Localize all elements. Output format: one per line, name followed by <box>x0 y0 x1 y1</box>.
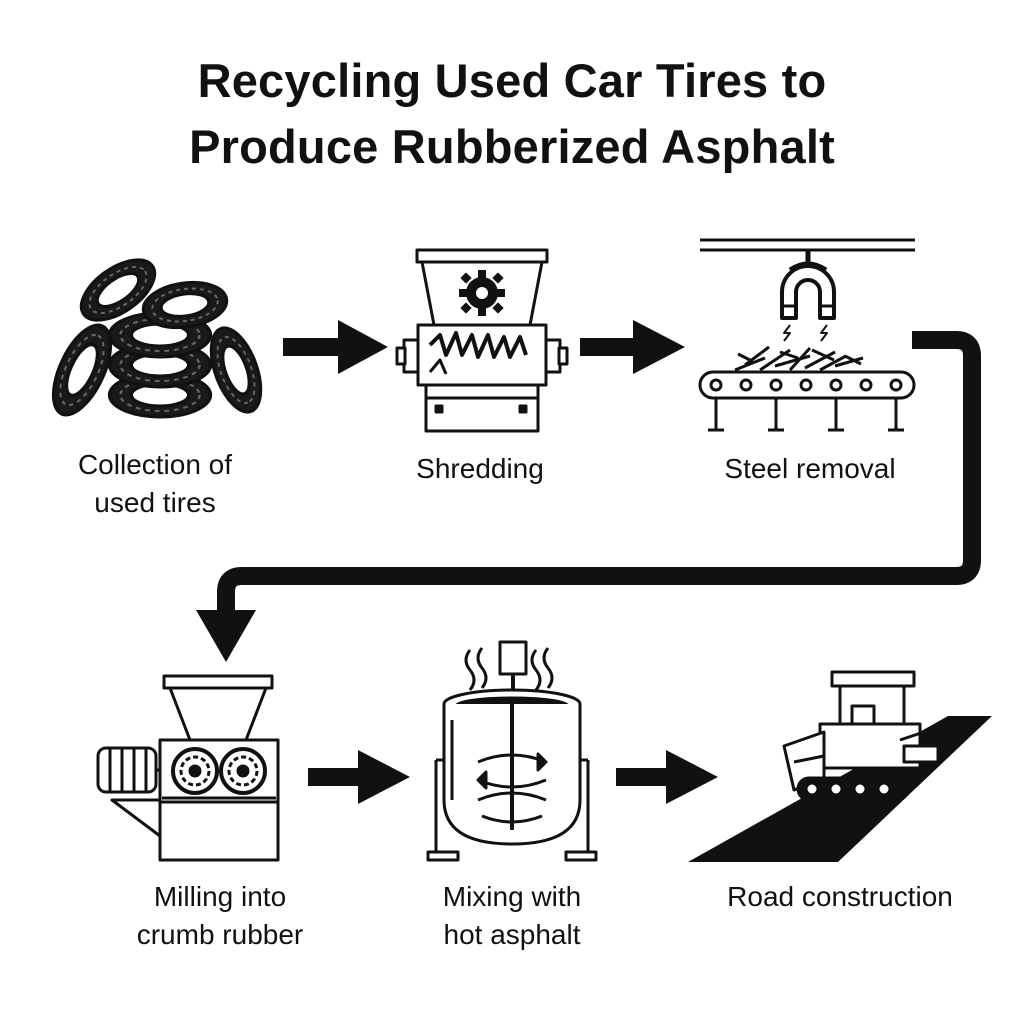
step-label-collection: Collection of used tires <box>40 446 270 522</box>
mill-icon <box>96 674 280 862</box>
gear-icon <box>459 270 505 316</box>
diagram-title: Recycling Used Car Tires to Produce Rubb… <box>0 48 1024 180</box>
step-5-line-1: Mixing with <box>442 881 582 912</box>
shredder-icon <box>395 248 569 433</box>
tire-pile-icon <box>39 246 273 425</box>
step-4-line-2: crumb rubber <box>136 919 304 950</box>
mixing-tank-icon <box>426 640 598 862</box>
step-1-line-2: used tires <box>94 487 216 518</box>
arrow-1 <box>283 320 388 374</box>
arrow-4 <box>616 750 718 804</box>
step-label-steel-removal: Steel removal <box>690 450 930 488</box>
paver-road-icon <box>688 670 992 862</box>
connector-arrow <box>196 331 981 662</box>
step-5-line-2: hot asphalt <box>443 919 581 950</box>
step-label-milling: Milling into crumb rubber <box>100 878 340 954</box>
step-label-shredding: Shredding <box>380 450 580 488</box>
arrow-3 <box>308 750 410 804</box>
step-1-line-1: Collection of <box>77 449 233 480</box>
step-6-line-1: Road construction <box>727 881 953 912</box>
step-3-line-1: Steel removal <box>724 453 896 484</box>
magnet-conveyor-icon <box>698 238 916 432</box>
title-line-2: Produce Rubberized Asphalt <box>189 120 835 173</box>
step-2-line-1: Shredding <box>416 453 544 484</box>
arrow-2 <box>580 320 685 374</box>
step-4-line-1: Milling into <box>153 881 287 912</box>
title-line-1: Recycling Used Car Tires to <box>197 54 827 107</box>
step-label-road-construction: Road construction <box>690 878 990 916</box>
step-label-mixing: Mixing with hot asphalt <box>400 878 624 954</box>
